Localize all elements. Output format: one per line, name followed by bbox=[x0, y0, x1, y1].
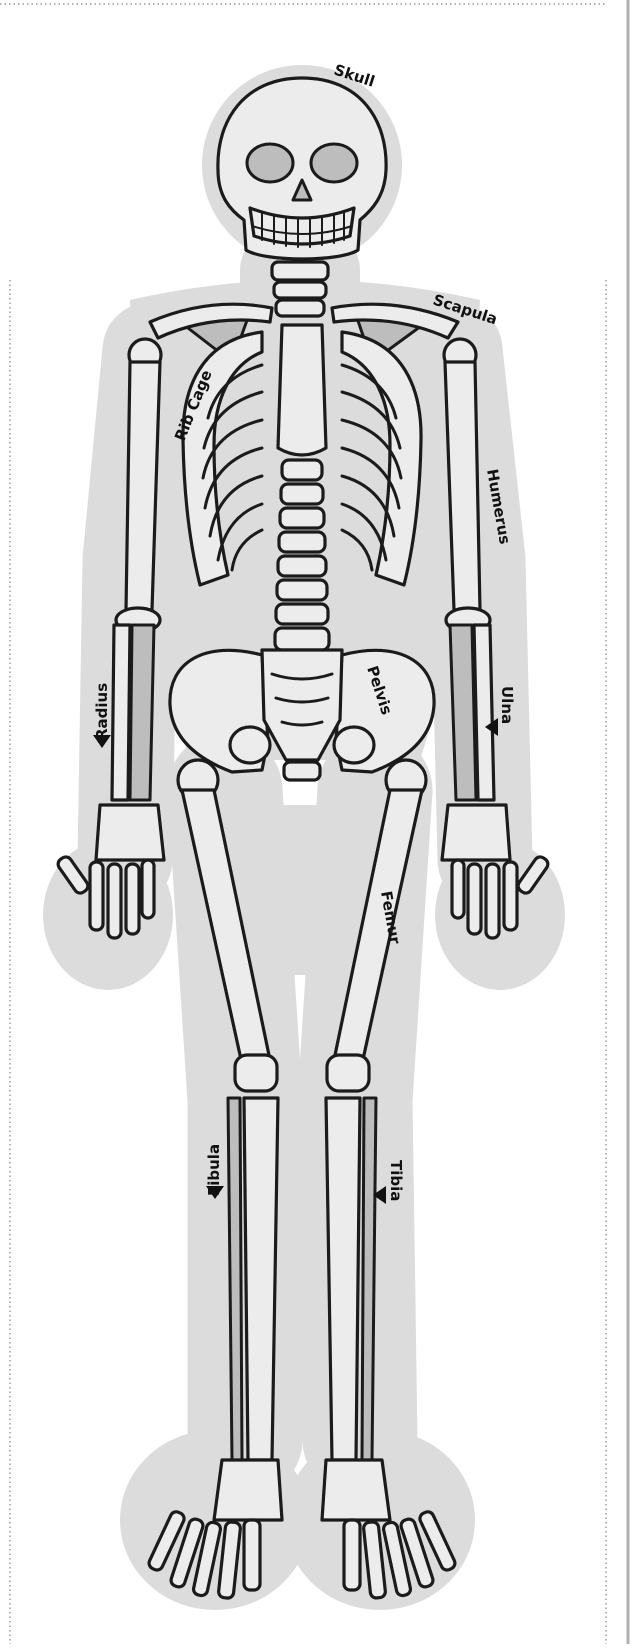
left-tibia bbox=[244, 1098, 278, 1460]
left-ulna bbox=[130, 625, 154, 800]
label-ulna: Ulna bbox=[498, 686, 516, 724]
right-radius bbox=[474, 625, 494, 800]
right-wrist bbox=[442, 805, 510, 860]
left-patella bbox=[235, 1055, 277, 1091]
right-tibia bbox=[326, 1098, 360, 1460]
label-tibia: Tibia bbox=[387, 1160, 405, 1201]
cervical-spine bbox=[272, 262, 328, 316]
spine bbox=[275, 460, 329, 650]
right-ulna bbox=[450, 625, 476, 800]
right-patella bbox=[327, 1055, 369, 1091]
label-radius: Radius bbox=[93, 683, 111, 740]
label-fibula: Fibula bbox=[205, 1144, 223, 1196]
left-radius bbox=[112, 625, 130, 800]
pelvis bbox=[170, 650, 434, 780]
right-fibula bbox=[362, 1098, 376, 1460]
left-ankle bbox=[214, 1460, 282, 1520]
left-eye-socket bbox=[247, 144, 293, 182]
left-fibula bbox=[228, 1098, 242, 1460]
right-eye-socket bbox=[311, 144, 357, 182]
right-ankle bbox=[322, 1460, 390, 1520]
sternum bbox=[278, 325, 326, 455]
left-wrist bbox=[96, 805, 164, 860]
